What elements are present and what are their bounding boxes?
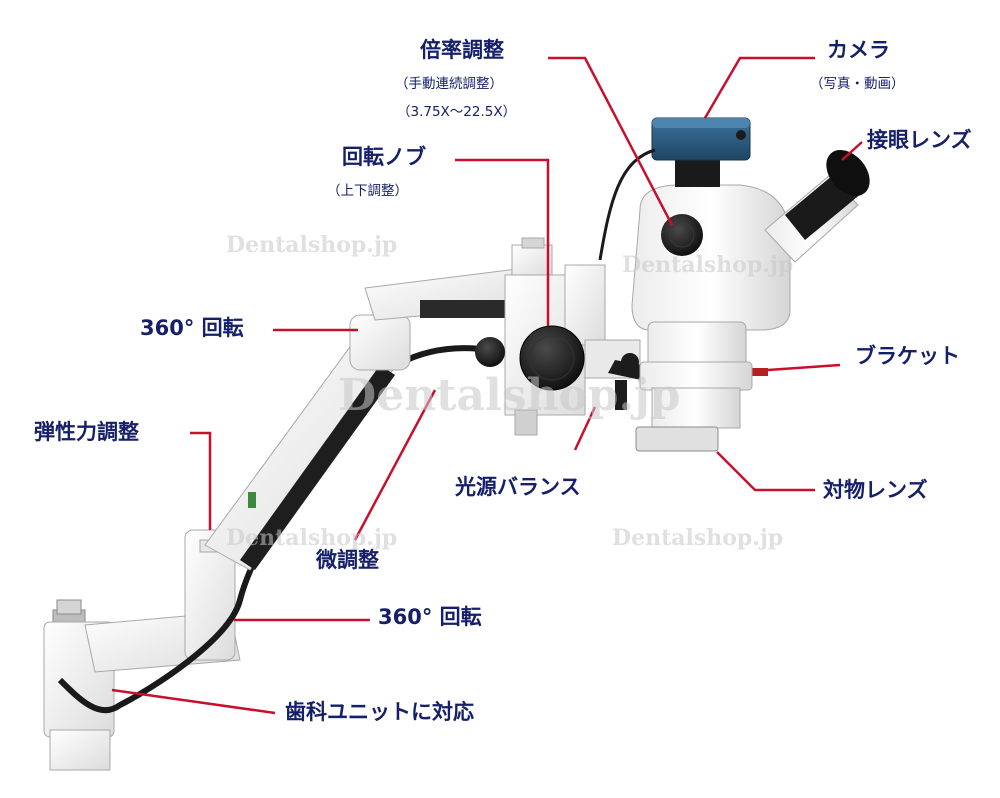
label-bracket: ブラケット: [855, 344, 960, 368]
leader-lines: [111, 56, 863, 715]
label-rotary-knob: 回転ノブ: [342, 145, 426, 169]
label-objective: 対物レンズ: [823, 478, 928, 502]
watermark: Dentalshop.jp: [226, 525, 398, 551]
label-rotary-knob-sub: （上下調整）: [327, 183, 408, 199]
leader-rotary-knob: [455, 158, 550, 326]
label-camera: カメラ: [827, 38, 890, 62]
watermark: Dentalshop.jp: [612, 525, 784, 551]
eyepiece-tubes: [764, 149, 870, 263]
leader-magnification: [548, 56, 674, 226]
leader-eyepiece: [841, 141, 863, 161]
label-elasticity: 弾性力調整: [34, 420, 139, 444]
label-magnification-range-mode: （手動連続調整）: [395, 76, 503, 92]
label-magnification: 倍率調整: [420, 38, 504, 62]
upper-arm: [349, 267, 541, 371]
label-light-balance: 光源バランス: [455, 475, 581, 499]
leader-camera: [703, 56, 815, 119]
leader-light-balance: [573, 406, 597, 451]
label-camera-sub: （写真・動画）: [810, 76, 905, 92]
bracket-handle: [584, 339, 768, 410]
watermark: Dentalshop.jp: [622, 252, 794, 278]
leader-objective: [716, 451, 815, 492]
leader-fine-adjust: [353, 389, 437, 541]
leader-bracket: [767, 363, 841, 372]
label-rotation-top: 360° 回転: [140, 316, 244, 340]
focus-column: [475, 237, 606, 436]
camera: [598, 117, 751, 261]
label-eyepiece: 接眼レンズ: [867, 128, 972, 152]
label-rotation-bottom: 360° 回転: [378, 605, 482, 629]
leader-dental-unit: [111, 688, 276, 715]
label-magnification-range: （3.75X～22.5X）: [397, 104, 517, 120]
leader-elasticity: [190, 431, 212, 530]
label-fine-adjust: 微調整: [316, 548, 379, 572]
watermark: Dentalshop.jp: [226, 232, 398, 258]
watermark: Dentalshop.jp: [338, 370, 681, 421]
label-dental-unit: 歯科ユニットに対応: [285, 700, 474, 724]
microscope-head: [631, 184, 791, 452]
